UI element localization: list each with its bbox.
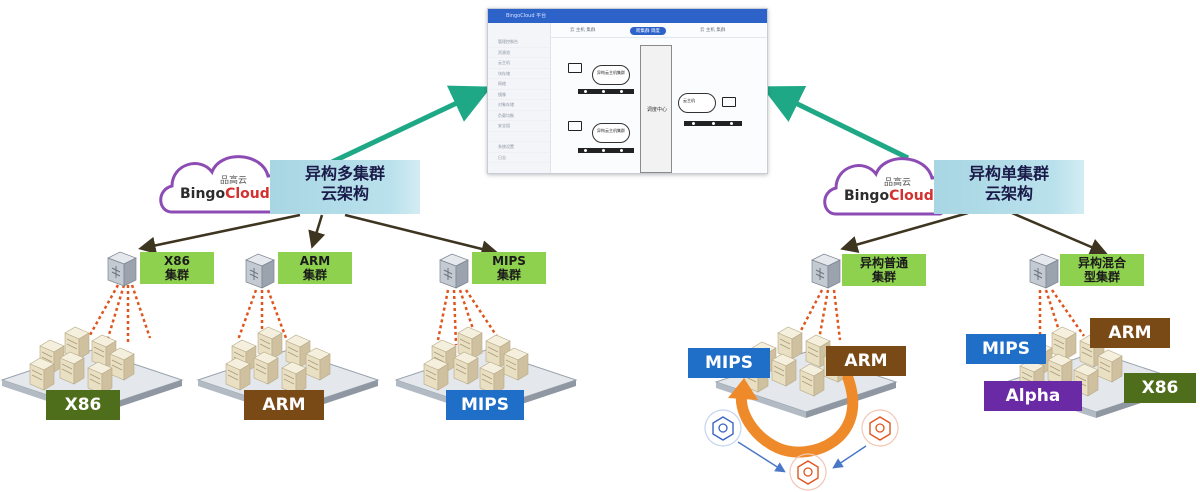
tag-arm: ARM [244,390,324,420]
arrow-to-mips-cluster [344,213,499,258]
tab-left-cluster[interactable]: 云 主机 集群 [570,28,596,33]
sidebar-item[interactable]: 安全组 [488,121,550,132]
monitor-icon [568,63,582,73]
monitor-icon [568,121,582,131]
sidebar-item[interactable]: 块存储 [488,69,550,79]
cloud-icon: 异构云主机集群 [592,123,630,143]
sidebar-item[interactable]: 系统设置 [488,142,550,153]
app-header-bar: BingoCloud 平台 [488,9,767,23]
sidebar-item[interactable]: 镜像 [488,90,550,100]
tag-x86: X86 [46,390,120,420]
tag-mips-ordinary: MIPS [688,348,770,378]
cloud-icon: 异构云主机集群 [592,65,630,85]
hex-node-left [704,409,742,447]
tag-mips-hybrid: MIPS [966,334,1046,364]
sidebar-item[interactable]: 对象存储 [488,100,550,111]
arrow-to-x86-cluster [138,213,301,254]
arrow-to-ordinary-cluster [840,211,969,253]
banner-line2: 云架构 [984,184,1033,203]
network-bar [578,148,634,153]
network-bar [684,121,742,126]
network-bar [578,89,634,94]
sidebar-item[interactable]: 负载均衡 [488,111,550,121]
tab-bar: 云 主机 集群 跨集群 调度 云 主机 集群 [550,23,767,38]
tag-arm-hybrid: ARM [1090,318,1170,348]
tab-right-cluster[interactable]: 云 主机 集群 [700,28,726,33]
sidebar: 管理控制台 资源池 云主机 块存储 网络 镜像 对象存储 负载均衡 安全组 系统… [488,23,551,173]
platform-screenshot: BingoCloud 平台 管理控制台 资源池 云主机 块存储 网络 镜像 对象… [487,8,768,174]
banner-single-cluster: 异构单集群 云架构 [934,160,1084,214]
sidebar-item[interactable]: 日志 [488,153,550,163]
sidebar-item[interactable]: 管理控制台 [488,37,550,48]
tag-arm-ordinary: ARM [826,346,906,376]
migration-arrow [735,372,859,458]
tag-mips: MIPS [446,390,524,420]
logo-cn-right: 品高云 [884,178,912,188]
cloud-icon: 云主机 [678,93,716,113]
arrow-right-to-platform [761,86,910,161]
hex-node-right [861,409,899,447]
sidebar-item[interactable]: 云主机 [488,58,550,69]
hex-node-bottom [789,453,827,491]
sidebar-item[interactable] [488,132,550,142]
arrow-to-hybrid-cluster [1011,211,1108,256]
logo-wordmark-left: BingoCloud [180,186,270,202]
logo-cn-left: 品高云 [220,176,248,186]
banner-line2: 云架构 [320,184,369,203]
tab-cross-cluster[interactable]: 跨集群 调度 [630,27,666,35]
logo-wordmark-right: BingoCloud [844,188,934,204]
banner-line1: 异构多集群 [304,164,385,183]
tag-x86-hybrid: X86 [1124,373,1196,403]
flow-arrow-right [832,445,867,469]
tag-alpha-hybrid: Alpha [984,381,1082,411]
window-title: BingoCloud 平台 [506,13,547,19]
sidebar-item[interactable]: 网络 [488,79,550,90]
arrow-to-arm-cluster [308,214,326,249]
cluster-label-hybrid: 异构混合型集群 [1060,254,1144,286]
migration-arrow-head [728,378,758,400]
banner-line1: 异构单集群 [968,164,1049,183]
arrow-left-to-platform [330,85,492,165]
flow-arrow-left [737,441,786,473]
cluster-label-ordinary: 异构普通集群 [842,254,926,286]
scheduler-panel[interactable]: 调度中心 [640,45,672,173]
banner-multi-cluster: 异构多集群 云架构 [270,160,420,214]
dotted-links [88,284,1086,346]
sidebar-item[interactable]: 资源池 [488,48,550,58]
monitor-icon [722,97,736,107]
